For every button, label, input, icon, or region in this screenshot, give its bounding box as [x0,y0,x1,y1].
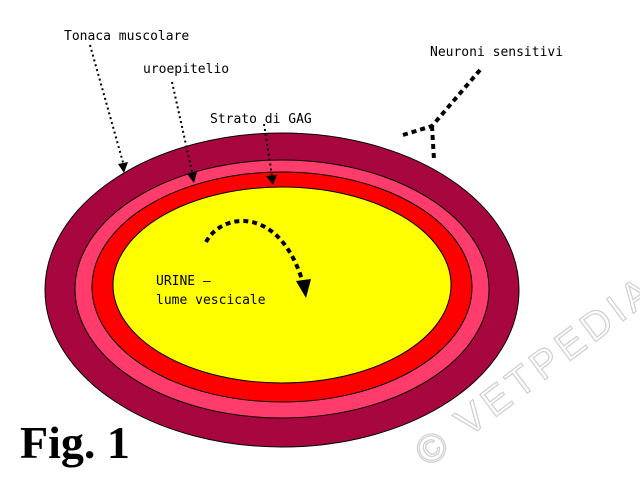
label-uroepitelio: uroepitelio [143,62,229,77]
layer-lume-urine [112,186,452,384]
leader-tonaca [89,44,128,173]
leader-gag [263,123,277,185]
label-urine: URINE – [156,274,211,289]
sensory-neuron [402,68,482,161]
label-lume-vescicale: lume vescicale [156,293,266,308]
label-strato-gag: Strato di GAG [210,112,312,127]
label-neuroni-sensitivi: Neuroni sensitivi [430,45,563,60]
figure-label: Fig. 1 [20,417,130,468]
urine-flow-arrow [204,218,311,298]
leader-uroepitelio [171,81,197,183]
label-tonaca-muscolare: Tonaca muscolare [64,29,189,44]
